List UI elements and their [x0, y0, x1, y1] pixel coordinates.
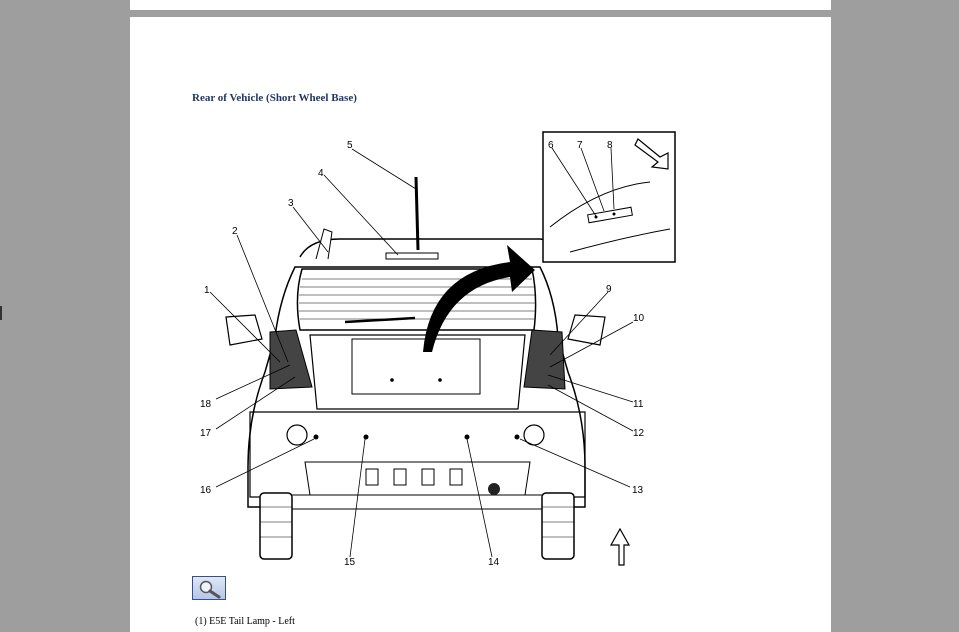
callout-14: 14 [488, 557, 500, 568]
high-mount-stop-lamp [385, 252, 439, 260]
callout-16: 16 [200, 485, 212, 496]
park-assist-sensors [313, 434, 520, 440]
window-defroster-lines [299, 278, 535, 320]
callout-17: 17 [200, 428, 212, 439]
callout-leader-lines [209, 147, 634, 558]
up-arrow-icon [609, 527, 631, 566]
antenna [414, 176, 420, 251]
callout-10: 10 [633, 313, 645, 324]
callout-11: 11 [633, 399, 644, 410]
mirror-left [225, 314, 263, 346]
callout-4: 4 [318, 168, 324, 179]
previous-page-edge [130, 0, 831, 10]
inset-license-lamp [587, 206, 633, 224]
undercarriage [289, 494, 551, 510]
mirror-right [567, 314, 606, 346]
tire-left [259, 492, 293, 560]
callout-9: 9 [606, 284, 612, 295]
callout-3: 3 [288, 198, 294, 209]
zoom-button[interactable] [192, 576, 226, 600]
window-edge-marker [0, 306, 2, 320]
tow-hitch [488, 483, 500, 495]
callout-7: 7 [577, 140, 583, 151]
callout-2: 2 [232, 226, 238, 237]
callout-6: 6 [548, 140, 554, 151]
roof-rack [315, 228, 333, 260]
tail-lamp-left [269, 329, 313, 390]
liftgate [309, 334, 526, 410]
backup-lamp-left [286, 424, 308, 446]
section-title: Rear of Vehicle (Short Wheel Base) [192, 92, 357, 104]
rear-wiper [344, 316, 416, 324]
callout-8: 8 [607, 140, 613, 151]
inset-liftgate-edge [549, 181, 651, 228]
license-plate-area [351, 338, 481, 395]
callout-5: 5 [347, 140, 353, 151]
tail-lamp-right [523, 329, 566, 390]
callout-12: 12 [633, 428, 645, 439]
callout-18: 18 [200, 399, 212, 410]
callout-13: 13 [632, 485, 644, 496]
magnifier-icon [199, 580, 221, 599]
callout-1: 1 [204, 285, 210, 296]
callout-15: 15 [344, 557, 356, 568]
legend-item-1: (1) E5E Tail Lamp - Left [195, 616, 295, 627]
document-page: 1 2 3 4 5 6 7 8 9 10 11 12 13 14 15 16 1… [130, 17, 831, 632]
inset-detail-box [542, 131, 676, 263]
rear-bumper [249, 411, 586, 498]
curved-arrow-icon [634, 138, 669, 170]
tire-right [541, 492, 575, 560]
inset-pointer-arrow [423, 245, 535, 352]
vehicle-rear-diagram: 1 2 3 4 5 6 7 8 9 10 11 12 13 14 15 16 1… [200, 131, 676, 568]
